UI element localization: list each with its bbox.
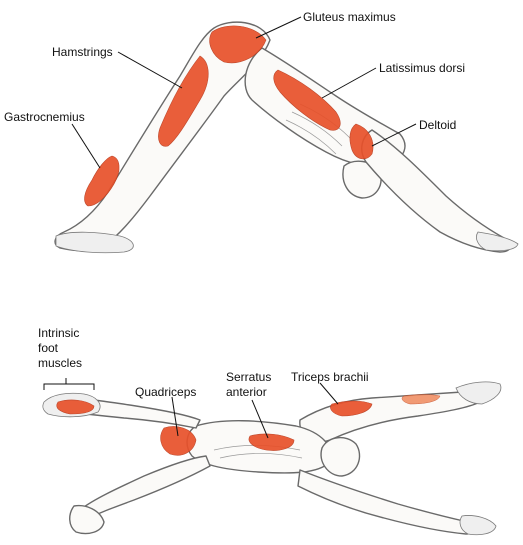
gastrocnemius-label: Gastrocnemius <box>4 110 85 124</box>
triceps-brachii-leader <box>320 383 338 404</box>
latissimus-dorsi-leader <box>322 68 376 98</box>
twist-figure <box>43 382 501 535</box>
serratus-anterior-label: Serratus anterior <box>226 370 275 399</box>
deltoid-label: Deltoid <box>419 118 456 132</box>
bottom-head-outline <box>321 438 359 476</box>
hamstrings-label: Hamstrings <box>52 45 113 59</box>
hamstrings-leader <box>118 52 182 88</box>
bottom-raised-arm-outline <box>300 391 482 442</box>
gastrocnemius-leader <box>72 124 100 168</box>
intrinsic-foot-muscles-label: Intrinsic foot muscles <box>38 326 83 370</box>
bottom-lower-hand <box>460 515 496 534</box>
latissimus-dorsi-label: Latissimus dorsi <box>379 61 465 75</box>
bottom-lower-arm-outline <box>298 470 475 534</box>
quadriceps-label: Quadriceps <box>135 385 196 399</box>
triceps-brachii-label: Triceps brachii <box>291 370 369 384</box>
downward-dog-figure <box>55 22 518 253</box>
intrinsic-foot-muscles-bracket <box>44 384 94 390</box>
top-foot-bones <box>56 232 133 253</box>
gluteus-maximus-label: Gluteus maximus <box>303 10 396 24</box>
gluteus-maximus-leader <box>256 17 301 38</box>
